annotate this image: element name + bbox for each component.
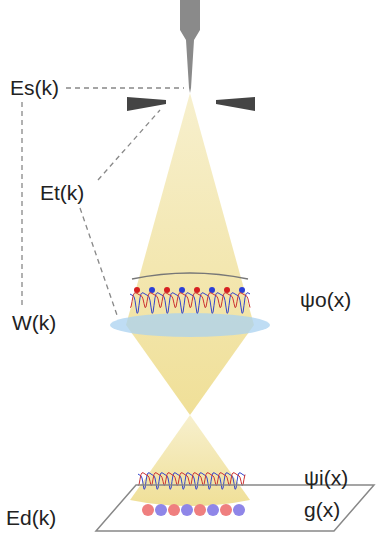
object-wave — [130, 287, 250, 313]
beam-lower — [130, 415, 250, 506]
label: W(k) — [12, 311, 56, 334]
label: Es(k) — [10, 76, 59, 99]
electron-gun — [180, 0, 200, 93]
atom-disc — [181, 504, 193, 516]
wave-line — [138, 473, 245, 489]
atom-disc — [220, 504, 232, 516]
image-wave — [138, 473, 245, 489]
specimen-wavefront — [132, 273, 248, 279]
leader-line — [98, 110, 160, 180]
atom-dot — [194, 287, 200, 293]
atom-dot — [209, 287, 215, 293]
wave-line — [130, 293, 250, 313]
aperture-left — [127, 97, 166, 111]
leader-line — [80, 208, 118, 318]
atom-dot — [134, 287, 140, 293]
leader-line — [66, 87, 184, 88]
atom-disc — [233, 504, 245, 516]
aperture-right — [216, 97, 255, 111]
label: ψi(x) — [304, 466, 348, 489]
atom-disc — [207, 504, 219, 516]
atom-disc — [155, 504, 167, 516]
wave-line — [138, 473, 245, 486]
wave-line — [130, 293, 250, 308]
image-atoms — [142, 504, 245, 516]
leader-line — [21, 102, 22, 306]
label: g(x) — [304, 498, 340, 521]
atom-dot — [239, 287, 245, 293]
objective-lens — [110, 313, 270, 337]
label: ψo(x) — [300, 288, 351, 311]
atom-disc — [142, 504, 154, 516]
atom-disc — [168, 504, 180, 516]
image-plane — [96, 485, 374, 531]
atom-dot — [179, 287, 185, 293]
atom-dot — [149, 287, 155, 293]
atom-dot — [224, 287, 230, 293]
label: Ed(k) — [6, 506, 56, 529]
beam-upper — [126, 93, 254, 415]
label: Et(k) — [40, 181, 84, 204]
atom-disc — [194, 504, 206, 516]
atom-dot — [164, 287, 170, 293]
